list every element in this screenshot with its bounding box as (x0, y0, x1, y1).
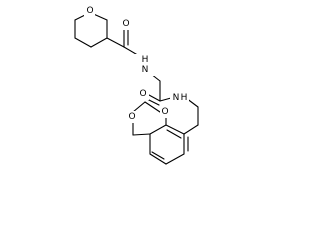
bond (148, 94, 161, 102)
atom-label-dioxin-oxygen-lower: O (128, 112, 135, 122)
bond-lines (74, 11, 199, 165)
bond (165, 124, 185, 135)
molecule-structure-diagram: O O H N O N H O O (74, 5, 199, 165)
atom-label-amide-hydrogen-top: H (142, 55, 149, 65)
bond (165, 153, 185, 165)
atom-label-amide-nitrogen-top: N (142, 65, 149, 75)
bond (132, 101, 146, 113)
atom-label-carbonyl-oxygen-mid: O (139, 89, 146, 99)
bond (106, 37, 125, 48)
bond (90, 37, 108, 48)
atom-label-carbonyl-oxygen-top: O (122, 19, 129, 29)
atom-label-amide-nitrogen-mid: N (173, 93, 180, 103)
atom-label-dioxin-oxygen-upper: O (161, 107, 168, 117)
atom-label-ring-oxygen: O (86, 6, 93, 16)
bond (183, 124, 199, 135)
atom-labels: O O H N O N H O O (84, 5, 189, 123)
bond (74, 37, 92, 48)
bond (151, 151, 165, 160)
bond (144, 101, 161, 113)
bond (159, 97, 172, 102)
bond (166, 129, 182, 139)
bond (132, 133, 151, 136)
bond (149, 153, 167, 165)
atom-label-amide-hydrogen-mid: H (181, 93, 188, 103)
bond (149, 124, 167, 135)
